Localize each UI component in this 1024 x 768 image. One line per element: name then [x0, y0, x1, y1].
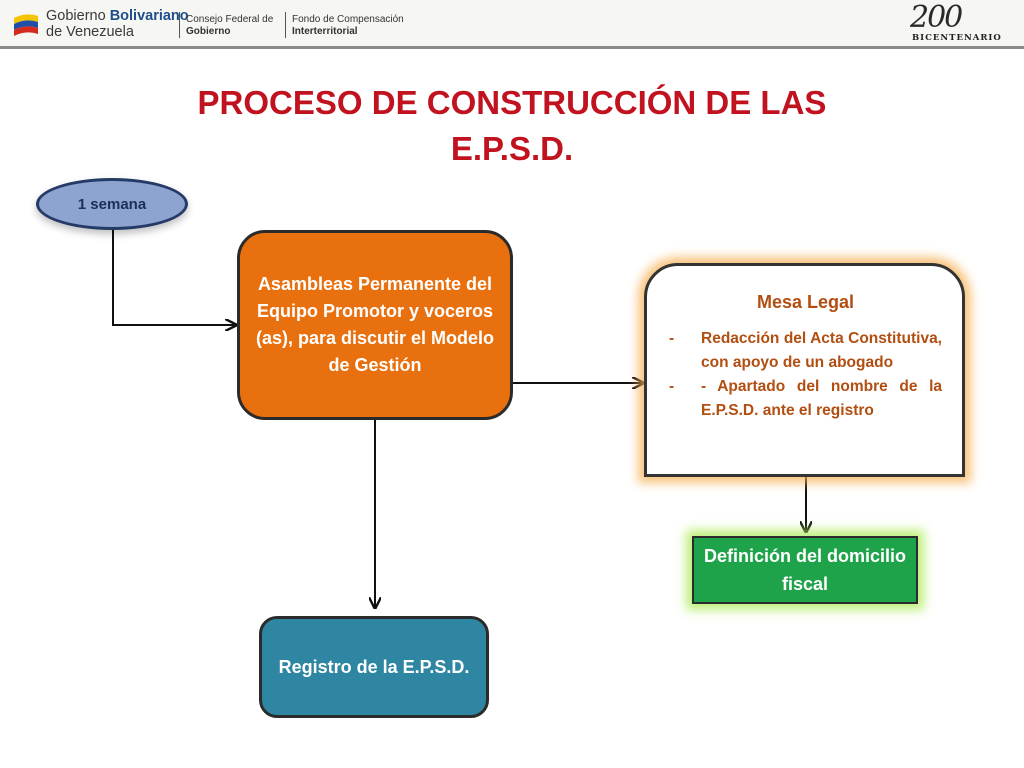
legal-desk-list: -Redacción del Acta Constitutiva, con ap… [669, 327, 942, 423]
gov-name-line2: de Venezuela [46, 24, 134, 40]
legal-desk-node: Mesa Legal -Redacción del Acta Constitut… [644, 263, 965, 477]
list-item: -Redacción del Acta Constitutiva, con ap… [669, 327, 942, 375]
bullet-dash: - [669, 378, 675, 395]
slide-title: PROCESO DE CONSTRUCCIÓN DE LAS E.P.S.D. [162, 80, 862, 172]
title-line2: E.P.S.D. [450, 130, 574, 167]
fondo-line2: Interterritorial [292, 26, 358, 37]
bicentenario-logo-number: 200 [910, 0, 963, 35]
header-divider [179, 12, 180, 38]
arrow-duration-to-assemblies [112, 230, 236, 325]
gov-name-line1: Gobierno Bolivariano [46, 8, 189, 24]
legal-desk-title: Mesa Legal [756, 292, 855, 312]
registry-node: Registro de la E.P.S.D. [259, 616, 489, 718]
bullet-dash: - [669, 330, 675, 347]
bicentenario-logo-text: BICENTENARIO [912, 33, 1002, 43]
slide-header: Gobierno Bolivariano de Venezuela Consej… [0, 0, 1024, 49]
list-item: -- Apartado del nombre de la E.P.S.D. an… [669, 375, 942, 423]
title-line1: PROCESO DE CONSTRUCCIÓN DE LAS [197, 84, 827, 121]
venezuela-flag-icon [14, 14, 38, 36]
assemblies-node: Asambleas Permanente del Equipo Promotor… [237, 230, 513, 420]
consejo-line2: Gobierno [186, 26, 231, 37]
fondo-line1: Fondo de Compensación [292, 14, 404, 25]
duration-node: 1 semana [36, 178, 188, 230]
header-divider [285, 12, 286, 38]
fiscal-domicile-node: Definición del domicilio fiscal [692, 536, 918, 604]
consejo-line1: Consejo Federal de [186, 14, 274, 25]
